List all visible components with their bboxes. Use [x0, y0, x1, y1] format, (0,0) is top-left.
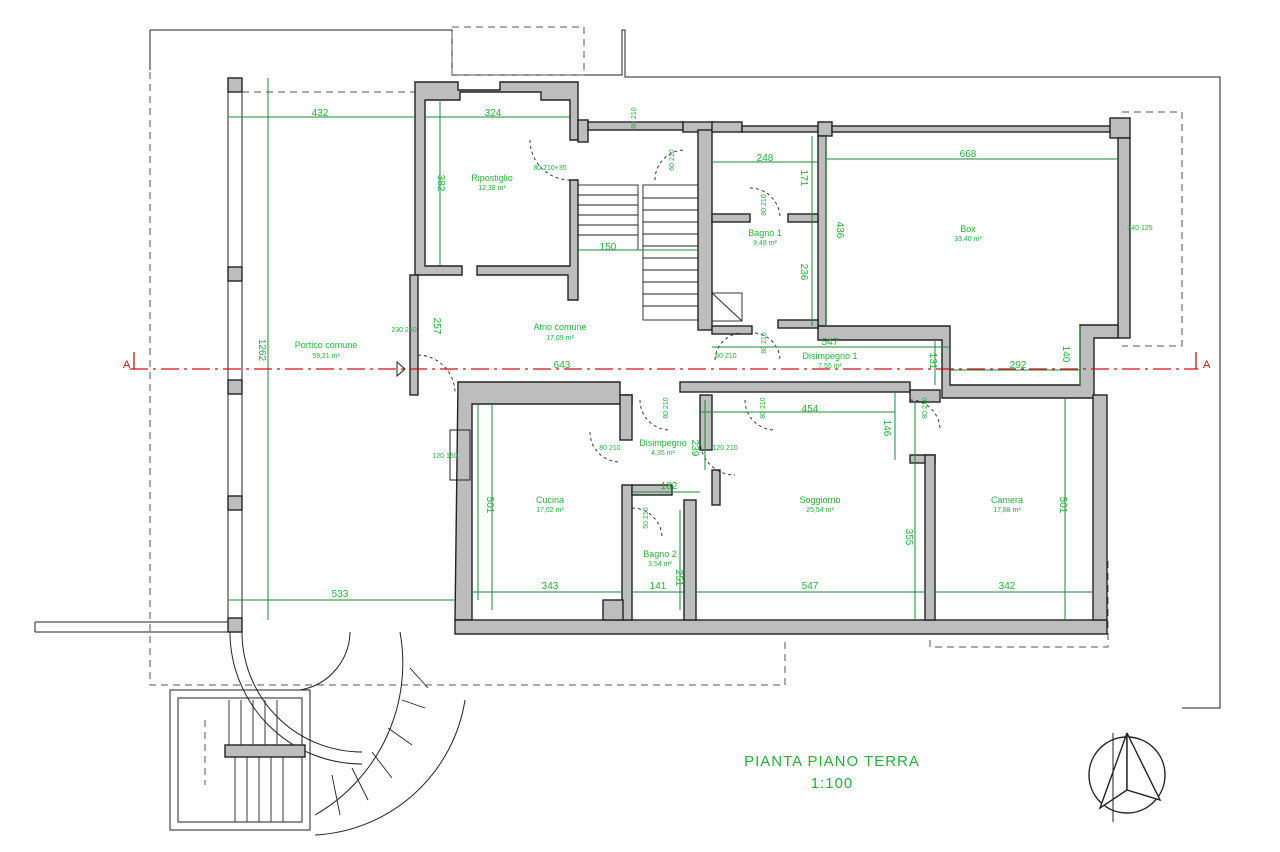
room-labels: Portico comune 59,21 m² Ripostiglio 12,3… [295, 173, 1023, 568]
opening-soggiorno: 80 210 [760, 397, 767, 419]
dim-140: 140 [1060, 346, 1071, 363]
dim-146: 146 [881, 420, 892, 437]
room-area-camera: 17,88 m² [993, 507, 1021, 514]
room-area-ripostiglio: 12,38 m² [478, 185, 506, 192]
section-label-left: A [123, 359, 131, 371]
dimension-lines [228, 78, 1118, 620]
room-name-box: Box [960, 224, 976, 234]
north-arrow-icon [1088, 732, 1166, 822]
dimension-labels: 432 324 382 150 248 171 436 668 236 547 … [256, 108, 1071, 600]
dim-454: 454 [802, 404, 819, 415]
external-stair [34, 621, 466, 836]
room-name-soggiorno: Soggiorno [799, 495, 840, 505]
opening-ripostiglio: 80 210+35 [533, 165, 566, 172]
room-name-disimpegno1: Disimpegno 1 [802, 351, 857, 361]
room-area-bagno2: 3,54 m² [648, 561, 672, 568]
dim-533: 533 [332, 589, 349, 600]
opening-labels: 80 210+35 60 210 80 210 80 210 80 210 80… [391, 107, 1152, 529]
room-area-atrio: 17,09 m² [546, 335, 574, 342]
dim-501a: 501 [484, 497, 495, 514]
dim-382: 382 [435, 175, 446, 192]
section-line: A A [123, 352, 1211, 378]
dim-236: 236 [798, 264, 809, 281]
room-area-portico: 59,21 m² [312, 353, 340, 360]
opening-soggiorno-west: 120 210 [712, 445, 737, 452]
room-area-box: 33,40 m² [954, 236, 982, 243]
dim-668: 668 [960, 149, 977, 160]
opening-window-stair: 80 210 [631, 107, 638, 129]
dim-292: 292 [1010, 360, 1027, 371]
dim-251: 251 [673, 570, 684, 587]
room-area-soggiorno: 25,54 m² [806, 507, 834, 514]
room-area-cucina: 17,02 m² [536, 507, 564, 514]
room-name-ripostiglio: Ripostiglio [471, 173, 513, 183]
dim-248: 248 [757, 153, 774, 164]
dim-141: 141 [650, 581, 667, 592]
dim-355: 355 [903, 529, 914, 546]
walls [409, 81, 1131, 635]
dim-131: 131 [927, 353, 938, 370]
door-swings [417, 139, 941, 539]
opening-bagno1: 80 210 [761, 194, 768, 216]
dim-239: 239 [689, 440, 700, 457]
opening-disimpegno: 80 210 [599, 445, 621, 452]
opening-cucina: 80 210 [663, 397, 670, 419]
opening-stair: 60 210 [669, 149, 676, 171]
dim-324: 324 [485, 108, 502, 119]
room-name-bagno2: Bagno 2 [643, 549, 677, 559]
dim-343: 343 [542, 581, 559, 592]
room-name-disimpegno: Disimpegno [639, 438, 687, 448]
room-name-portico: Portico comune [295, 340, 358, 350]
room-area-bagno1: 9,48 m² [753, 240, 777, 247]
plan-title: PIANTA PIANO TERRA [744, 753, 920, 770]
room-name-bagno1: Bagno 1 [748, 228, 782, 238]
dim-643: 643 [554, 360, 571, 371]
opening-disimpegno1: 80 210 [715, 353, 737, 360]
portico-columns [227, 77, 415, 633]
room-name-camera: Camera [991, 495, 1023, 505]
dim-342: 342 [999, 581, 1016, 592]
dim-436: 436 [834, 222, 845, 239]
plan-scale: 1:100 [811, 775, 854, 792]
room-name-atrio: Atrio comune [533, 322, 586, 332]
main-stair [577, 184, 743, 322]
opening-box-door: 340 125 [1127, 225, 1152, 232]
section-label-right: A [1203, 359, 1211, 371]
opening-window-cucina: 120 150 [432, 453, 457, 460]
dim-547b: 547 [802, 581, 819, 592]
dim-432: 432 [312, 108, 329, 119]
dim-150: 150 [600, 242, 617, 253]
dim-257: 257 [431, 318, 442, 335]
dim-182: 182 [661, 481, 678, 492]
room-area-disimpegno: 4,35 m² [651, 450, 675, 457]
title-block: PIANTA PIANO TERRA 1:100 [744, 753, 920, 792]
dim-171: 171 [798, 170, 809, 187]
dim-547a: 547 [822, 337, 839, 348]
dim-501b: 501 [1057, 497, 1068, 514]
room-area-disimpegno1: 7,55 m² [818, 363, 842, 370]
room-name-cucina: Cucina [536, 495, 564, 505]
dim-1262: 1262 [256, 339, 267, 362]
opening-bagno2: 50 210 [643, 507, 650, 529]
opening-atrio-entrance: 230 250 [391, 327, 416, 334]
opening-bagno1-south: 80 210 [761, 332, 768, 354]
opening-camera: 80 210 [922, 397, 929, 419]
